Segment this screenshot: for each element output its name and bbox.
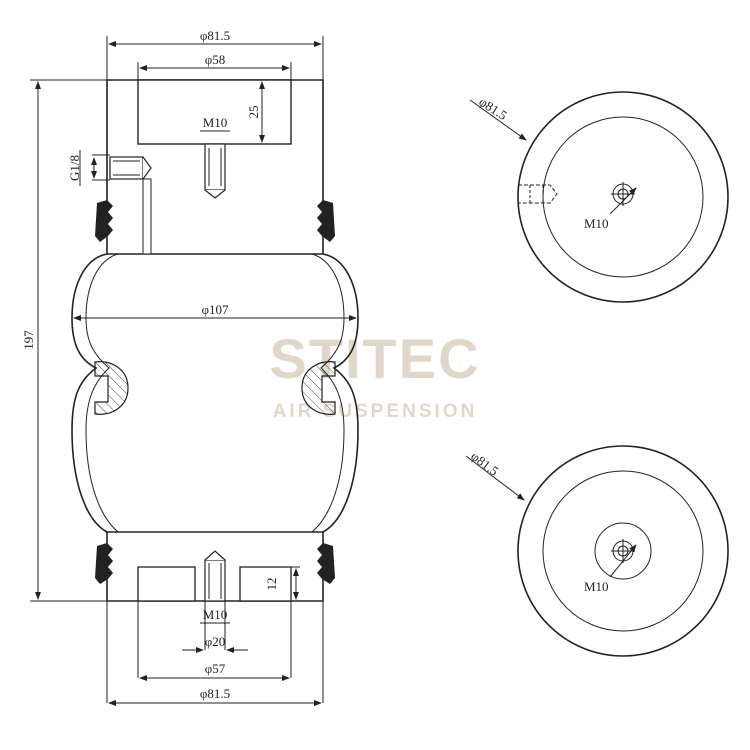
bottom-depth-label: 12 — [264, 578, 279, 591]
dim-bottom-depth: 12 — [264, 566, 300, 602]
overall-height-label: 197 — [21, 330, 36, 350]
top-view: φ81.5 M10 — [469, 91, 729, 303]
top-plate — [106, 79, 324, 255]
watermark-tagline: AIR SUSPENSION — [273, 401, 478, 422]
top-inner-dia-label: φ58 — [205, 52, 226, 67]
bottom-view: φ81.5 M10 — [465, 445, 729, 657]
bottom-view-thread-label: M10 — [584, 579, 609, 594]
bellows — [71, 253, 359, 533]
bottom-plate — [106, 531, 324, 602]
bottom-view-inner-circle — [594, 522, 652, 580]
crimp-rings — [95, 200, 335, 584]
top-depth-label: 25 — [246, 106, 261, 119]
bottom-dia-20-label: φ20 — [205, 634, 226, 649]
side-view: φ81.5 φ58 25 M10 G1/8 φ107 — [21, 28, 359, 706]
dim-top-inner: φ58 — [137, 52, 292, 80]
top-view-air-port — [518, 184, 558, 204]
bottom-view-outer-circle — [517, 445, 729, 657]
bellow-dia-label: φ107 — [201, 302, 229, 317]
dim-air-port: G1/8 — [67, 150, 110, 186]
bottom-dia-57-label: φ57 — [205, 661, 226, 676]
dim-overall-height: 197 — [21, 79, 107, 602]
top-view-thread-label: M10 — [584, 216, 609, 231]
watermark-brand: STITEC — [269, 327, 480, 390]
dim-top-outer: φ81.5 — [106, 28, 324, 80]
bottom-view-mid-circle — [542, 470, 704, 632]
dim-bottom-stack: M10 φ20 φ57 φ81.5 — [106, 601, 324, 706]
top-view-dia-label: φ81.5 — [476, 94, 510, 123]
bottom-thread-label: M10 — [203, 607, 228, 622]
dim-bellow: φ107 — [73, 302, 357, 321]
dim-top-depth: 25 — [246, 81, 265, 143]
watermark: STITEC AIR SUSPENSION — [269, 327, 480, 422]
top-thread-label: M10 — [203, 115, 228, 130]
air-port-label: G1/8 — [67, 155, 82, 181]
bottom-view-dia-label: φ81.5 — [468, 448, 501, 478]
top-view-outer-circle — [517, 91, 729, 303]
bottom-outer-dia-label: φ81.5 — [200, 686, 230, 701]
top-outer-dia-label: φ81.5 — [200, 28, 230, 43]
